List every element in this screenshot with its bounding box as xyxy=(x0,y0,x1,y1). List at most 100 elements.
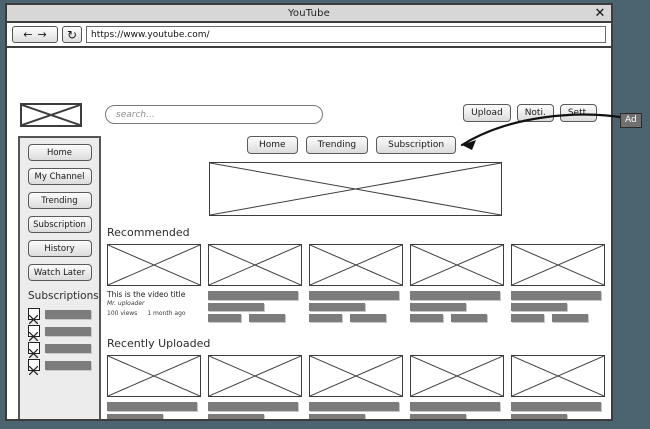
video-view-count: 100 views xyxy=(107,309,138,317)
x-cross-icon xyxy=(108,356,200,396)
browser-toolbar: ← → ↻ https://www.youtube.com/ xyxy=(7,23,611,48)
x-cross-icon xyxy=(28,348,39,359)
video-title-placeholder xyxy=(511,291,601,300)
video-meta: This is the video title Mr. uploader 100… xyxy=(107,290,201,318)
video-card[interactable] xyxy=(208,355,302,419)
video-thumbnail[interactable] xyxy=(511,355,605,397)
video-thumbnail[interactable] xyxy=(107,355,201,397)
video-uploader-placeholder xyxy=(107,414,163,419)
close-icon[interactable]: ✕ xyxy=(594,5,606,21)
x-box-icon xyxy=(28,359,40,376)
back-icon[interactable]: ← xyxy=(23,28,33,41)
window-title: YouTube xyxy=(287,7,331,19)
video-card[interactable]: This is the video title Mr. uploader 100… xyxy=(107,244,201,322)
x-cross-icon xyxy=(28,365,39,376)
video-card[interactable] xyxy=(107,355,201,419)
video-stats-placeholder xyxy=(208,314,302,322)
section-title-recommended: Recommended xyxy=(107,226,190,239)
video-thumbnail[interactable] xyxy=(410,355,504,397)
video-uploader-placeholder xyxy=(208,414,264,419)
x-cross-icon xyxy=(512,356,604,396)
video-card[interactable] xyxy=(309,355,403,419)
page-viewport: search... Upload Noti. Sett. Home Trendi… xyxy=(7,48,611,419)
video-meta xyxy=(410,291,504,322)
video-uploader-placeholder xyxy=(511,414,567,419)
main-nav-tabs: Home Trending Subscription xyxy=(247,136,457,154)
subscriptions-heading: Subscriptions xyxy=(28,290,99,302)
video-card[interactable] xyxy=(410,244,504,322)
video-uploader[interactable]: Mr. uploader xyxy=(107,300,145,308)
header-actions: Upload Noti. Sett. xyxy=(463,104,597,122)
search-input[interactable]: search... xyxy=(105,105,323,124)
video-uploader-placeholder xyxy=(410,303,466,311)
video-uploader-placeholder xyxy=(410,414,466,419)
video-upload-age-placeholder xyxy=(249,314,285,322)
video-uploader-placeholder xyxy=(511,303,567,311)
video-thumbnail[interactable] xyxy=(511,244,605,286)
video-thumbnail[interactable] xyxy=(410,244,504,286)
settings-button[interactable]: Sett. xyxy=(559,104,597,122)
video-thumbnail[interactable] xyxy=(309,244,403,286)
x-cross-icon xyxy=(411,245,503,285)
x-cross-icon xyxy=(310,356,402,396)
video-thumbnail[interactable] xyxy=(208,244,302,286)
sidebar-item-trending[interactable]: Trending xyxy=(27,192,92,209)
sidebar-item-watch-later[interactable]: Watch Later xyxy=(27,264,92,281)
forward-icon[interactable]: → xyxy=(37,28,47,41)
video-stats-placeholder xyxy=(309,314,403,322)
sidebar: Home My Channel Trending Subscription Hi… xyxy=(18,136,101,419)
subscription-name-placeholder xyxy=(45,326,91,336)
tab-home[interactable]: Home xyxy=(247,136,298,154)
section-title-recently-uploaded: Recently Uploaded xyxy=(107,337,211,350)
video-title-placeholder xyxy=(309,402,399,411)
x-cross-icon xyxy=(310,245,402,285)
subscription-list-item[interactable] xyxy=(28,342,99,359)
video-meta xyxy=(410,402,504,419)
video-title-placeholder xyxy=(410,291,500,300)
video-card[interactable] xyxy=(511,244,605,322)
video-meta xyxy=(309,402,403,419)
video-card[interactable] xyxy=(208,244,302,322)
site-logo-placeholder[interactable] xyxy=(20,103,82,127)
video-title-placeholder xyxy=(511,402,601,411)
video-thumbnail[interactable] xyxy=(208,355,302,397)
ad-banner-placeholder[interactable] xyxy=(209,162,502,216)
main-content: Recommended This is the video title Mr. … xyxy=(107,156,605,419)
subscription-list-item[interactable] xyxy=(28,308,99,325)
tab-subscription[interactable]: Subscription xyxy=(376,136,457,154)
nav-arrows-group: ← → xyxy=(12,26,58,43)
x-cross-icon xyxy=(22,105,80,125)
video-card[interactable] xyxy=(511,355,605,419)
subscription-list-item[interactable] xyxy=(28,359,99,376)
video-view-count-placeholder xyxy=(309,314,342,322)
sidebar-item-history[interactable]: History xyxy=(27,240,92,257)
x-cross-icon xyxy=(28,314,39,325)
video-title[interactable]: This is the video title xyxy=(107,290,186,299)
ad-callout-label: Ad xyxy=(620,113,642,128)
video-uploader-placeholder xyxy=(309,414,365,419)
video-thumbnail[interactable] xyxy=(309,355,403,397)
video-meta xyxy=(107,402,201,419)
sidebar-item-home[interactable]: Home xyxy=(27,144,92,161)
sidebar-item-subscription[interactable]: Subscription xyxy=(27,216,92,233)
sidebar-item-my-channel[interactable]: My Channel xyxy=(27,168,92,185)
video-uploader-placeholder xyxy=(309,303,365,311)
reload-icon[interactable]: ↻ xyxy=(62,26,82,43)
x-cross-icon xyxy=(210,163,501,215)
video-grid-recommended: This is the video title Mr. uploader 100… xyxy=(107,244,605,322)
x-cross-icon xyxy=(411,356,503,396)
video-view-count-placeholder xyxy=(410,314,443,322)
subscription-list-item[interactable] xyxy=(28,325,99,342)
x-box-icon xyxy=(28,325,40,342)
video-meta xyxy=(511,402,605,419)
video-card[interactable] xyxy=(309,244,403,322)
tab-trending[interactable]: Trending xyxy=(305,136,369,154)
subscription-name-placeholder xyxy=(45,309,91,319)
video-card[interactable] xyxy=(410,355,504,419)
video-stats: 100 views 1 month ago xyxy=(107,309,201,318)
video-upload-age-placeholder xyxy=(350,314,386,322)
subscription-name-placeholder xyxy=(45,360,91,370)
upload-button[interactable]: Upload xyxy=(463,104,511,122)
address-bar-input[interactable]: https://www.youtube.com/ xyxy=(86,26,606,43)
video-thumbnail[interactable] xyxy=(107,244,201,286)
